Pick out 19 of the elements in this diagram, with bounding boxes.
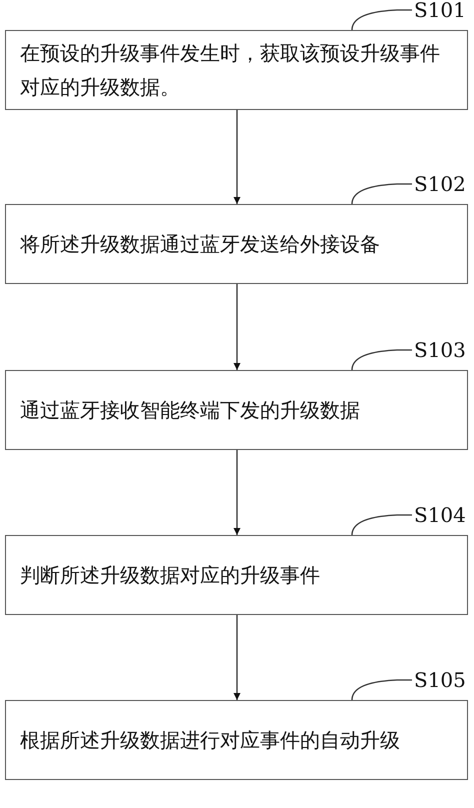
arrow — [234, 110, 240, 204]
arrow — [234, 615, 240, 700]
leader-line — [351, 514, 412, 536]
process-box: 判断所述升级数据对应的升级事件 — [5, 535, 468, 615]
leader-line — [351, 679, 412, 700]
arrow — [234, 450, 240, 535]
leader-line — [351, 9, 412, 30]
process-box: 根据所述升级数据进行对应事件的自动升级 — [5, 700, 468, 780]
arrow — [234, 284, 240, 370]
step-label: S103 — [414, 338, 466, 362]
leader-line — [351, 349, 412, 370]
step-label: S105 — [414, 668, 466, 692]
process-box: 通过蓝牙接收智能终端下发的升级数据 — [5, 370, 468, 450]
process-box: 在预设的升级事件发生时，获取该预设升级事件对应的升级数据。 — [5, 30, 468, 110]
leader-line — [351, 183, 412, 204]
step-label: S102 — [414, 172, 466, 196]
process-box: 将所述升级数据通过蓝牙发送给外接设备 — [5, 204, 468, 284]
step-label: S104 — [414, 503, 466, 527]
step-label: S101 — [414, 0, 466, 22]
